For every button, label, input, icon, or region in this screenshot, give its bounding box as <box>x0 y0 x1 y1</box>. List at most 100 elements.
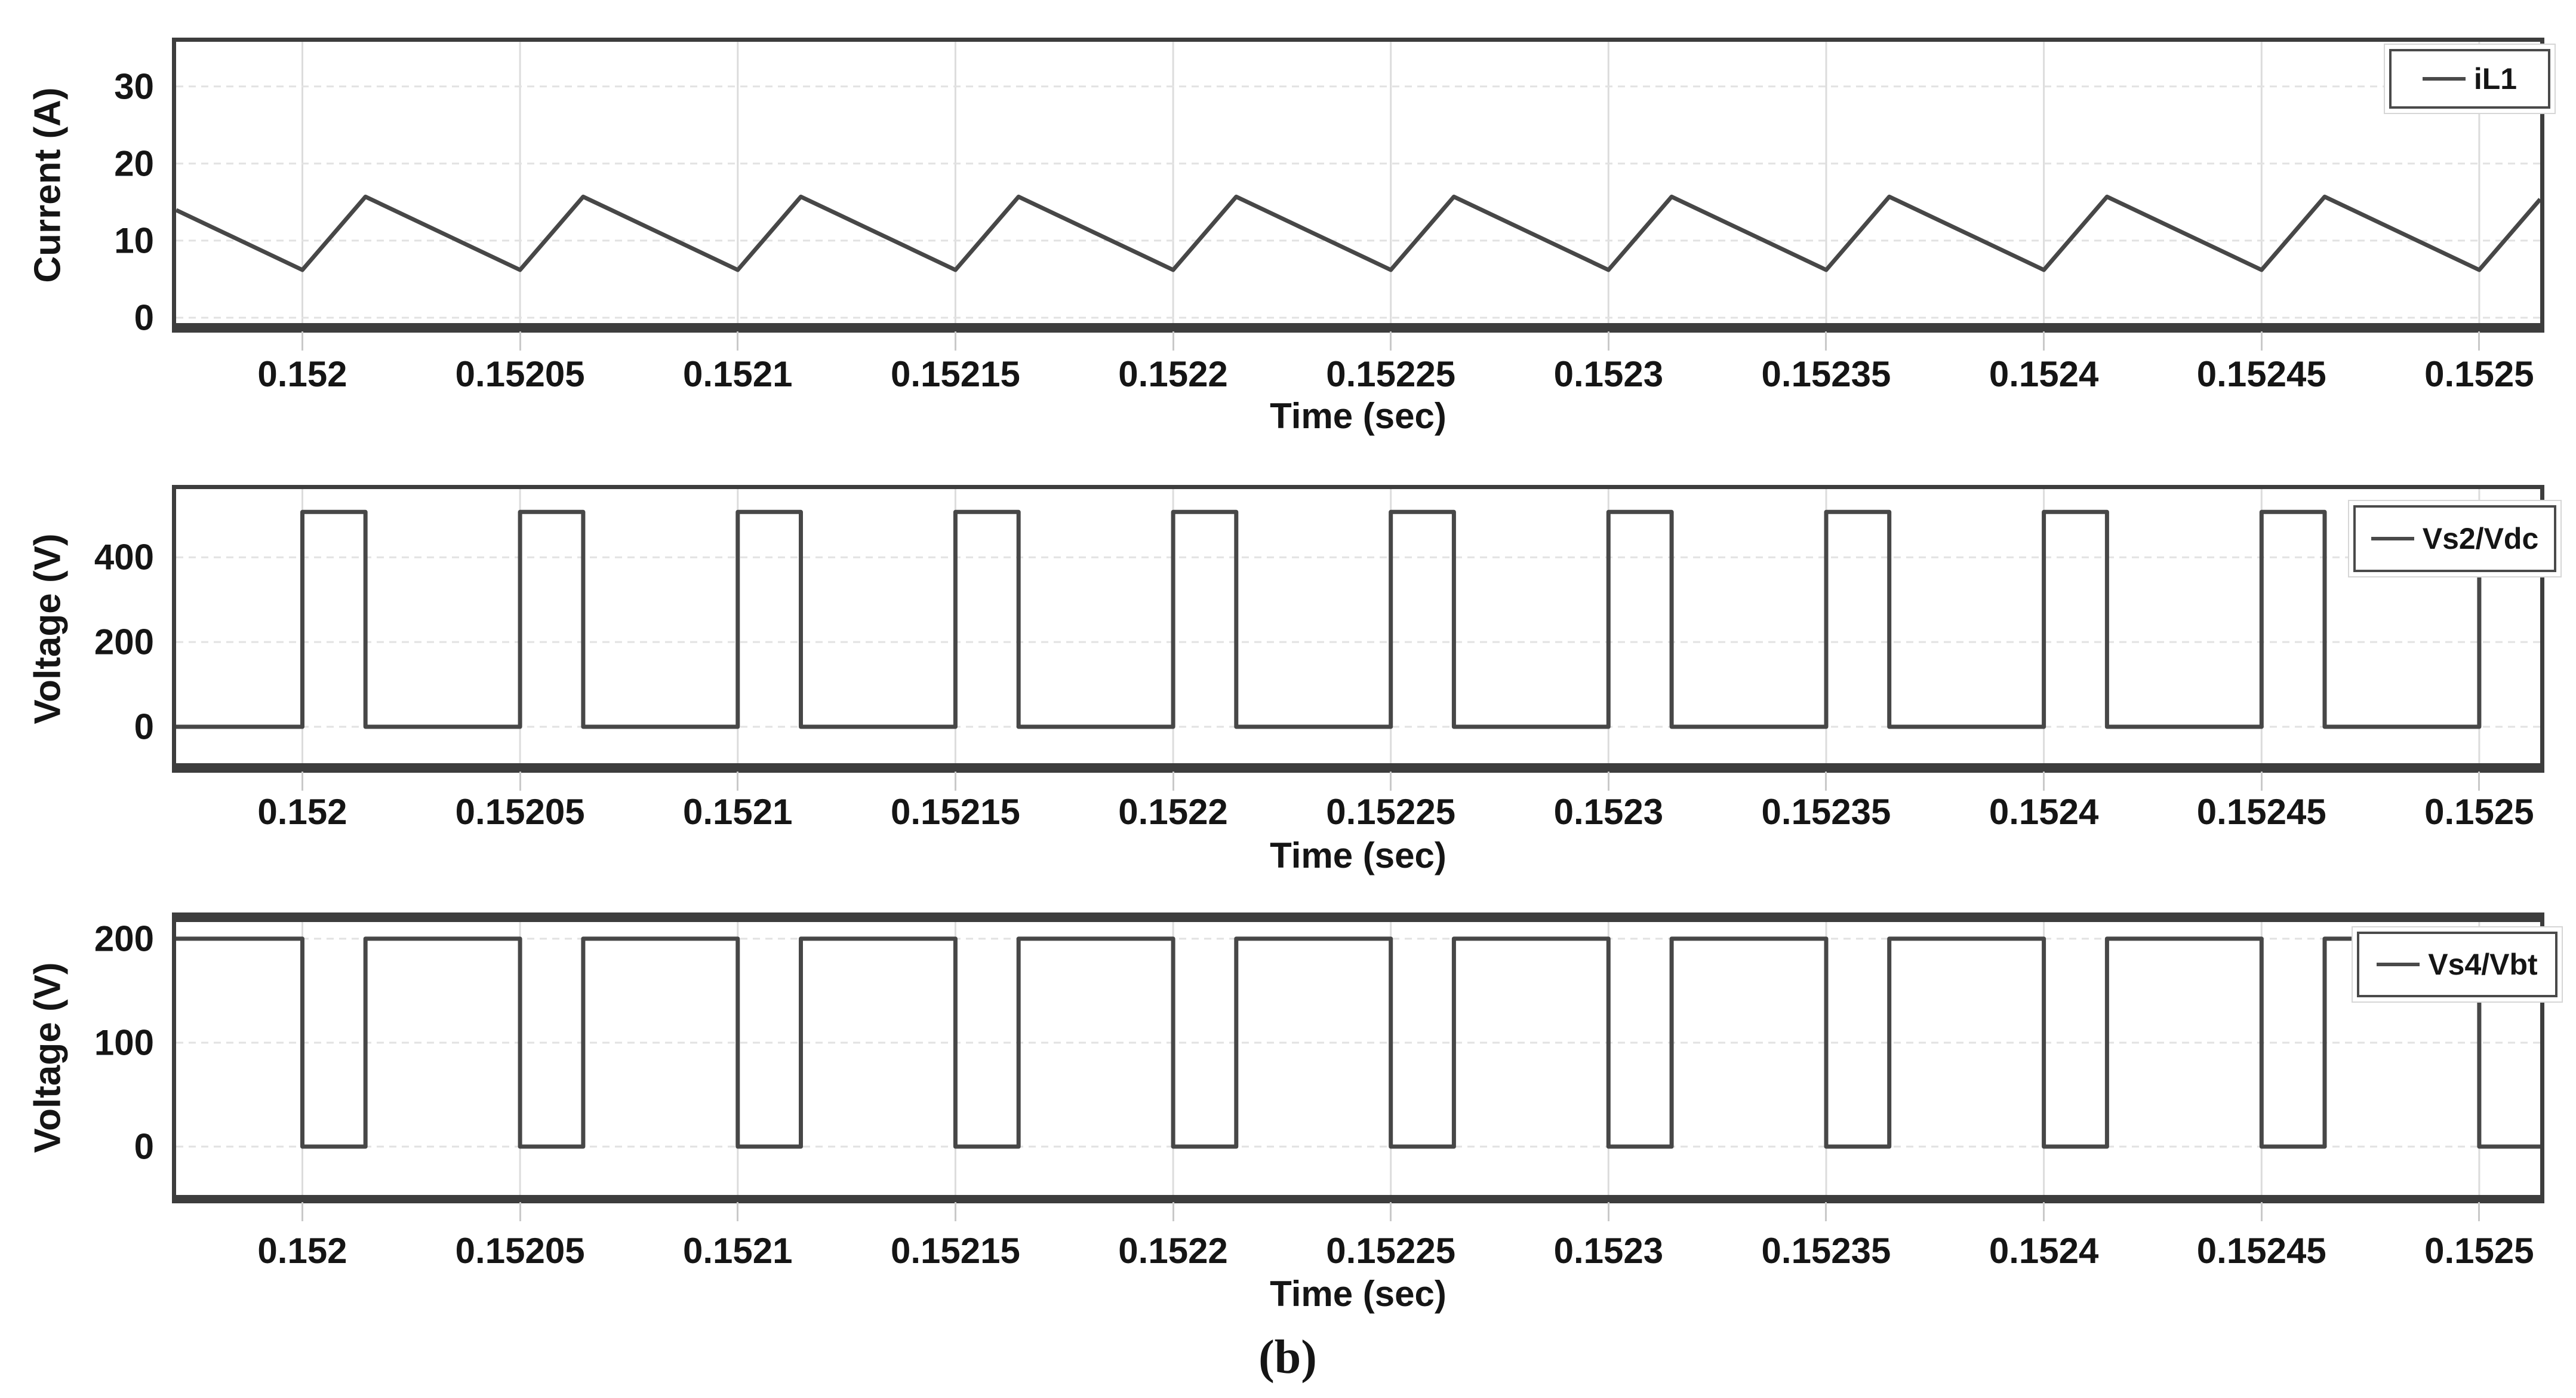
x-tick-label: 0.15235 <box>1761 1231 1891 1271</box>
figure-caption: (b) <box>1258 1331 1317 1384</box>
x-tick-mark <box>737 331 739 351</box>
x-tick-mark <box>2478 772 2480 791</box>
y-tick-label: 30 <box>114 66 154 107</box>
x-tick-mark <box>1390 1202 1392 1221</box>
x-tick-mark <box>519 1202 521 1221</box>
x-tick-label: 0.15235 <box>1761 354 1891 394</box>
x-tick-label: 0.152 <box>257 792 347 832</box>
x-tick-mark <box>519 331 521 351</box>
x-tick-mark <box>301 772 303 791</box>
x-tick-label: 0.15215 <box>890 1231 1020 1271</box>
legend-line-sample-icon <box>2377 963 2420 966</box>
plot1-legend: iL1 <box>2389 49 2550 109</box>
plot2-x-axis-title: Time (sec) <box>1270 835 1447 875</box>
y-tick-label: 10 <box>114 220 154 261</box>
x-tick-label: 0.1525 <box>2424 354 2534 394</box>
x-tick-label: 0.1522 <box>1118 1231 1228 1271</box>
plot1-x-axis-title: Time (sec) <box>1270 396 1447 436</box>
x-tick-mark <box>2260 772 2263 791</box>
x-tick-label: 0.15205 <box>455 792 585 832</box>
x-tick-mark <box>2478 331 2480 351</box>
vs2-plot-canvas <box>176 489 2540 763</box>
x-tick-label: 0.15245 <box>2196 792 2326 832</box>
series-iL1 <box>176 194 2540 272</box>
x-tick-label: 0.152 <box>257 354 347 394</box>
x-tick-label: 0.1523 <box>1553 792 1664 832</box>
x-tick-mark <box>954 1202 956 1221</box>
x-tick-label: 0.1525 <box>2424 1231 2534 1271</box>
plot2-x-tick-labels: 0.152 0.15205 0.1521 0.15215 0.1522 0.15225 0.… <box>0 791 2576 833</box>
y-tick-label: 0 <box>134 297 154 338</box>
plot2-voltage-vs2 <box>172 485 2544 773</box>
x-tick-mark <box>1172 772 1174 791</box>
y-tick-label: 200 <box>94 622 154 662</box>
x-tick-label: 0.15245 <box>2196 354 2326 394</box>
x-tick-mark <box>954 772 956 791</box>
x-tick-mark <box>1825 331 1827 351</box>
y-tick-label: 20 <box>114 143 154 184</box>
x-tick-mark <box>1825 1202 1827 1221</box>
x-tick-label: 0.1522 <box>1118 354 1228 394</box>
series-Vs2/Vdc <box>176 509 2540 729</box>
series-Vs4/Vbt <box>176 936 2540 1149</box>
x-tick-mark <box>2043 1202 2045 1221</box>
x-tick-label: 0.1523 <box>1553 354 1664 394</box>
x-tick-mark <box>1825 772 1827 791</box>
y-tick-label: 0 <box>134 1126 154 1167</box>
x-tick-label: 0.15225 <box>1326 1231 1456 1271</box>
plot2-legend: Vs2/Vdc <box>2353 505 2556 572</box>
plot3-x-axis-title: Time (sec) <box>1270 1274 1447 1314</box>
vs4-plot-canvas <box>176 922 2540 1195</box>
il1-plot-canvas <box>176 42 2540 323</box>
x-tick-mark <box>2260 331 2263 351</box>
x-tick-label: 0.15245 <box>2196 1231 2326 1271</box>
x-tick-mark <box>1607 772 1609 791</box>
plot1-current <box>172 38 2544 333</box>
x-tick-mark <box>1172 1202 1174 1221</box>
x-tick-label: 0.15235 <box>1761 792 1891 832</box>
x-tick-label: 0.15215 <box>890 792 1020 832</box>
y-tick-label: 0 <box>134 706 154 747</box>
plot3-voltage-vs4 <box>172 912 2544 1203</box>
x-tick-mark <box>737 1202 739 1221</box>
y-tick-label: 100 <box>94 1022 154 1063</box>
x-tick-label: 0.15205 <box>455 354 585 394</box>
y-tick-label: 400 <box>94 537 154 577</box>
y-tick-label: 200 <box>94 918 154 959</box>
x-tick-label: 0.15225 <box>1326 354 1456 394</box>
x-tick-label: 0.1525 <box>2424 792 2534 832</box>
x-tick-mark <box>1390 331 1392 351</box>
x-tick-mark <box>954 331 956 351</box>
x-tick-mark <box>1172 331 1174 351</box>
plot2-legend-label: Vs2/Vdc <box>2422 522 2539 555</box>
x-tick-label: 0.1521 <box>683 1231 793 1271</box>
x-tick-label: 0.1524 <box>1989 354 2099 394</box>
legend-line-sample-icon <box>2422 77 2466 81</box>
x-tick-mark <box>2043 331 2045 351</box>
plot1-x-tick-labels: 0.152 0.15205 0.1521 0.15215 0.1522 0.15225 0.… <box>0 354 2576 395</box>
x-tick-label: 0.15225 <box>1326 792 1456 832</box>
x-tick-mark <box>2478 1202 2480 1221</box>
x-tick-label: 0.15205 <box>455 1231 585 1271</box>
legend-line-sample-icon <box>2371 537 2414 540</box>
x-tick-mark <box>2043 772 2045 791</box>
x-tick-mark <box>1607 331 1609 351</box>
x-tick-label: 0.1524 <box>1989 1231 2099 1271</box>
x-tick-label: 0.1524 <box>1989 792 2099 832</box>
x-tick-label: 0.15215 <box>890 354 1020 394</box>
x-tick-label: 0.1521 <box>683 792 793 832</box>
x-tick-mark <box>1607 1202 1609 1221</box>
x-tick-label: 0.1521 <box>683 354 793 394</box>
x-tick-label: 0.152 <box>257 1231 347 1271</box>
plot1-legend-label: iL1 <box>2473 62 2517 96</box>
x-tick-mark <box>1390 772 1392 791</box>
x-tick-mark <box>301 1202 303 1221</box>
plot3-x-tick-labels: 0.152 0.15205 0.1521 0.15215 0.1522 0.15225 0.… <box>0 1230 2576 1272</box>
x-tick-mark <box>737 772 739 791</box>
x-tick-label: 0.1522 <box>1118 792 1228 832</box>
x-tick-mark <box>2260 1202 2263 1221</box>
plot3-legend-label: Vs4/Vbt <box>2428 948 2538 981</box>
plot3-legend: Vs4/Vbt <box>2357 932 2557 997</box>
x-tick-mark <box>519 772 521 791</box>
